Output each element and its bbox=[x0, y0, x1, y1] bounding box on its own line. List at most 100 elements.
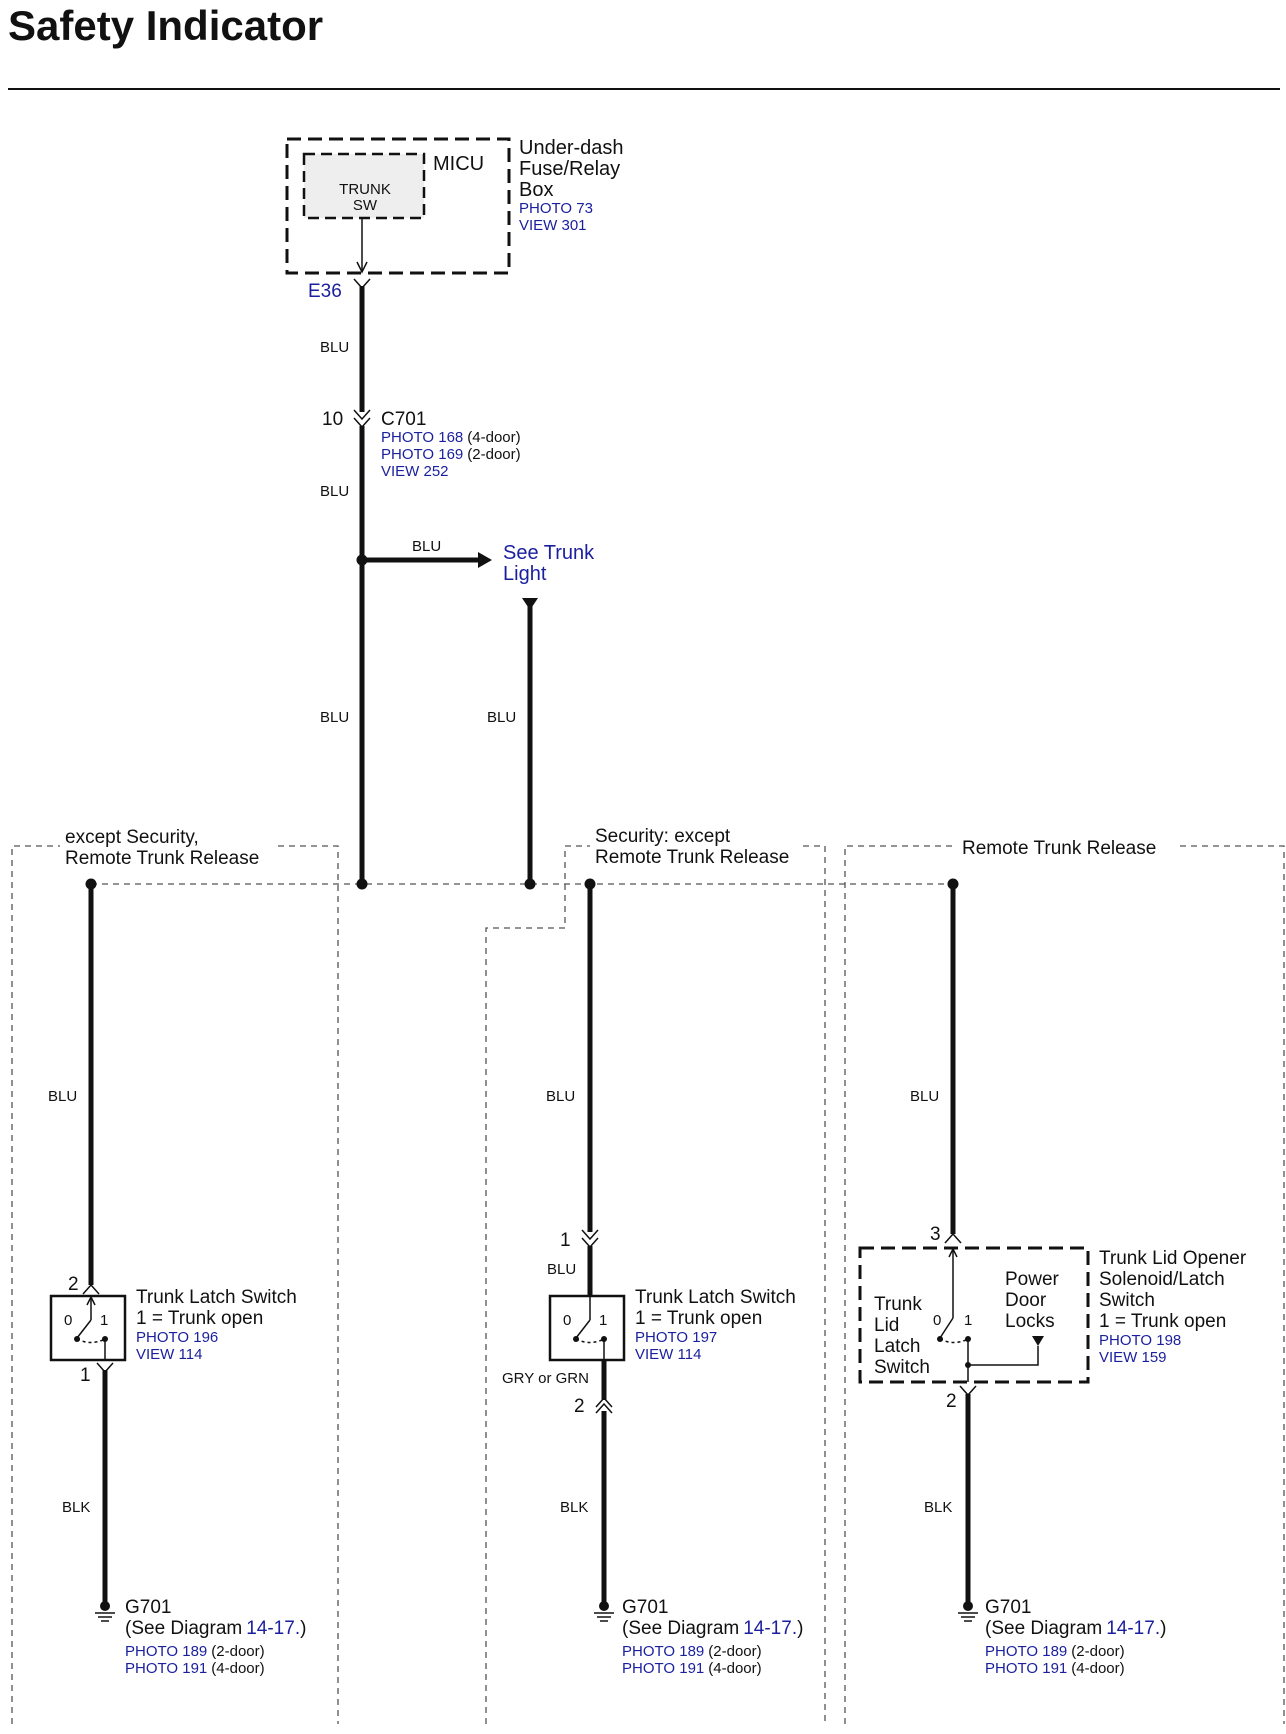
c701-view-link[interactable]: VIEW 252 bbox=[381, 463, 449, 480]
c701-photo1-link[interactable]: PHOTO 168 bbox=[381, 429, 463, 446]
trunk-sw-label-1: TRUNK bbox=[339, 181, 391, 198]
ground-mid-photo1-note: (2-door) bbox=[708, 1643, 761, 1660]
ground-mid-see: (See Diagram bbox=[622, 1618, 739, 1639]
power-door-locks-2: Door bbox=[1005, 1290, 1047, 1311]
ground-left-photo1-note: (2-door) bbox=[211, 1643, 264, 1660]
switch-mid-pos0: 0 bbox=[563, 1312, 571, 1329]
ground-right-photo1-link[interactable]: PHOTO 189 bbox=[985, 1643, 1067, 1660]
c701-photo2-link[interactable]: PHOTO 169 bbox=[381, 446, 463, 463]
e36-connector-label: E36 bbox=[308, 281, 342, 302]
solenoid-throw bbox=[939, 1338, 969, 1344]
switch-left-pin-bottom: 1 bbox=[80, 1365, 91, 1386]
svg-text:PHOTO 191(4-door): PHOTO 191(4-door) bbox=[622, 1660, 762, 1677]
solenoid-inner-3: Latch bbox=[874, 1336, 920, 1357]
section-frame-mid bbox=[485, 845, 826, 1724]
section-right-title: Remote Trunk Release bbox=[962, 838, 1156, 859]
ground-left-photo2-link[interactable]: PHOTO 191 bbox=[125, 1660, 207, 1677]
switch-mid-connector-top-1 bbox=[581, 1229, 599, 1241]
c701-photo1-note: (4-door) bbox=[467, 429, 520, 446]
switch-left-connector-top bbox=[82, 1283, 100, 1295]
power-door-locks-arrow bbox=[1032, 1336, 1044, 1346]
ground-right-node bbox=[963, 1601, 973, 1611]
solenoid-pos1: 1 bbox=[964, 1312, 972, 1329]
wire-main-top-label: BLU bbox=[320, 339, 349, 356]
ground-right-photo2-link[interactable]: PHOTO 191 bbox=[985, 1660, 1067, 1677]
switch-mid-pin-bottom: 2 bbox=[574, 1396, 585, 1417]
switch-mid-body bbox=[548, 1294, 626, 1362]
ground-right-close: ) bbox=[1160, 1618, 1166, 1639]
switch-mid-photo-link[interactable]: PHOTO 197 bbox=[635, 1329, 717, 1346]
switch-mid-throw bbox=[575, 1338, 605, 1344]
section-left-title-1: except Security, bbox=[65, 827, 199, 848]
wire-right-label: BLU bbox=[910, 1088, 939, 1105]
solenoid-photo-link[interactable]: PHOTO 198 bbox=[1099, 1332, 1181, 1349]
section-frame-left bbox=[11, 845, 339, 1724]
c701-connector-icon-top bbox=[353, 409, 371, 421]
ground-mid-node bbox=[599, 1601, 609, 1611]
switch-mid-pos1: 1 bbox=[599, 1312, 607, 1329]
ground-mid-photo2-link[interactable]: PHOTO 191 bbox=[622, 1660, 704, 1677]
wire-c701-below-label: BLU bbox=[320, 483, 349, 500]
ground-right-see: (See Diagram bbox=[985, 1618, 1102, 1639]
trunk-light-arrow-out bbox=[478, 552, 492, 568]
see-trunk-light-1[interactable]: See Trunk bbox=[503, 542, 595, 564]
ground-right-diagram-link[interactable]: 14-17. bbox=[1106, 1618, 1160, 1639]
switch-left-photo-link[interactable]: PHOTO 196 bbox=[136, 1329, 218, 1346]
trunk-sw-label-2: SW bbox=[353, 197, 378, 214]
solenoid-name-1: Trunk Lid Opener bbox=[1099, 1248, 1247, 1269]
micu-desc-1: Under-dash bbox=[519, 137, 624, 159]
switch-mid-view-link[interactable]: VIEW 114 bbox=[635, 1346, 701, 1363]
switch-left-pos0: 0 bbox=[64, 1312, 72, 1329]
switch-left-throw bbox=[76, 1338, 106, 1344]
switch-left-view-link[interactable]: VIEW 114 bbox=[136, 1346, 202, 1363]
wire-mid-gnd-label: BLK bbox=[560, 1499, 588, 1516]
trunk-light-arrow-in bbox=[522, 598, 538, 610]
svg-text:PHOTO 191(4-door): PHOTO 191(4-door) bbox=[125, 1660, 265, 1677]
solenoid-pin-top: 3 bbox=[930, 1224, 941, 1245]
ground-mid-photo1-link[interactable]: PHOTO 189 bbox=[622, 1643, 704, 1660]
power-door-locks-3: Locks bbox=[1005, 1311, 1055, 1332]
solenoid-pos0: 0 bbox=[933, 1312, 941, 1329]
ground-left-diagram-link[interactable]: 14-17. bbox=[246, 1618, 300, 1639]
solenoid-name-3: Switch bbox=[1099, 1290, 1155, 1311]
ground-left-node bbox=[100, 1601, 110, 1611]
svg-text:PHOTO 169(2-door): PHOTO 169(2-door) bbox=[381, 446, 521, 463]
svg-text:PHOTO 189(2-door): PHOTO 189(2-door) bbox=[985, 1643, 1125, 1660]
switch-left-blade bbox=[76, 1319, 92, 1339]
ground-left-photo2-note: (4-door) bbox=[211, 1660, 264, 1677]
ground-mid-diagram-link[interactable]: 14-17. bbox=[743, 1618, 797, 1639]
switch-left-pos1: 1 bbox=[100, 1312, 108, 1329]
switch-left-pin-top: 2 bbox=[68, 1274, 79, 1295]
micu-view-link[interactable]: VIEW 301 bbox=[519, 217, 587, 234]
ground-mid-name: G701 bbox=[622, 1597, 668, 1618]
see-trunk-light-2[interactable]: Light bbox=[503, 563, 547, 585]
ground-right bbox=[958, 1601, 978, 1622]
micu-box bbox=[285, 137, 511, 275]
solenoid-state: 1 = Trunk open bbox=[1099, 1311, 1226, 1332]
section-left-title-2: Remote Trunk Release bbox=[65, 848, 259, 869]
wire-trunk-light-label: BLU bbox=[487, 709, 516, 726]
wire-main-lower-label: BLU bbox=[320, 709, 349, 726]
solenoid-pdl-lead bbox=[968, 1346, 1039, 1366]
ground-right-name: G701 bbox=[985, 1597, 1031, 1618]
solenoid-inner-1: Trunk bbox=[874, 1294, 922, 1315]
switch-mid-connector-bottom-1 bbox=[595, 1396, 613, 1408]
ground-left-name: G701 bbox=[125, 1597, 171, 1618]
ground-left-see: (See Diagram bbox=[125, 1618, 242, 1639]
switch-mid-connector-bottom-2 bbox=[595, 1402, 613, 1414]
micu-photo-link[interactable]: PHOTO 73 bbox=[519, 200, 593, 217]
bus-node-trunk-light bbox=[524, 878, 536, 890]
ground-right-photo1-note: (2-door) bbox=[1071, 1643, 1124, 1660]
power-door-locks-1: Power bbox=[1005, 1269, 1060, 1290]
solenoid-inner-2: Lid bbox=[874, 1315, 899, 1336]
section-mid-title-2: Remote Trunk Release bbox=[595, 847, 789, 868]
ground-left-photo1-link[interactable]: PHOTO 189 bbox=[125, 1643, 207, 1660]
ground-mid bbox=[594, 1601, 614, 1622]
solenoid-view-link[interactable]: VIEW 159 bbox=[1099, 1349, 1167, 1366]
svg-text:PHOTO 191(4-door): PHOTO 191(4-door) bbox=[985, 1660, 1125, 1677]
